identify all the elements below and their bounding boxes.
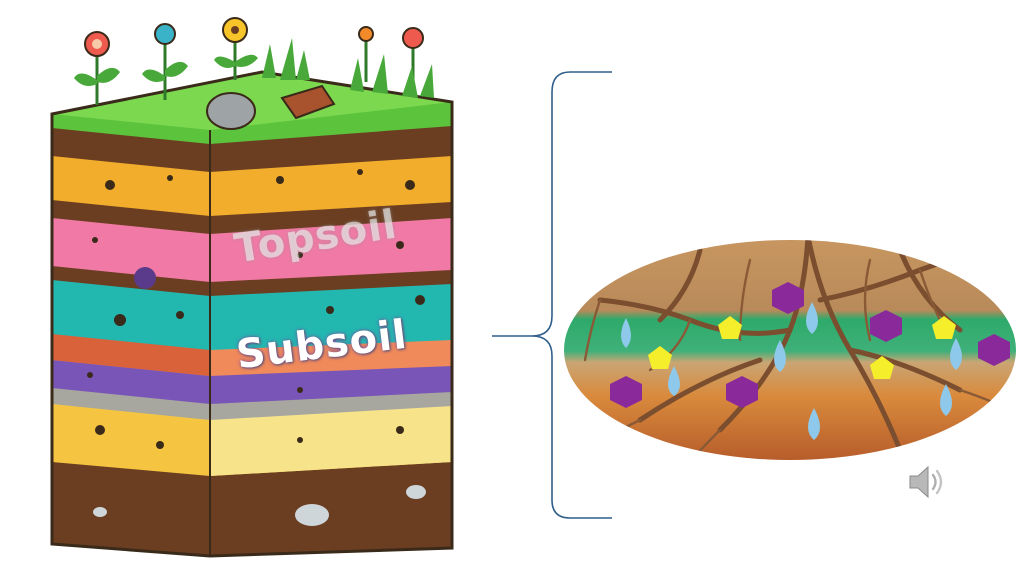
root-zone-illustration <box>564 240 1016 460</box>
water-drops <box>621 302 962 440</box>
speaker-icon[interactable] <box>906 462 952 502</box>
soil-block <box>50 70 454 558</box>
nutrient-yellow-pentagons <box>648 316 956 379</box>
bracket-connector <box>492 71 612 519</box>
nutrient-purple-hexagons <box>610 282 1010 408</box>
brick <box>280 84 336 120</box>
rock <box>206 92 256 130</box>
soil-speckles <box>87 169 426 526</box>
